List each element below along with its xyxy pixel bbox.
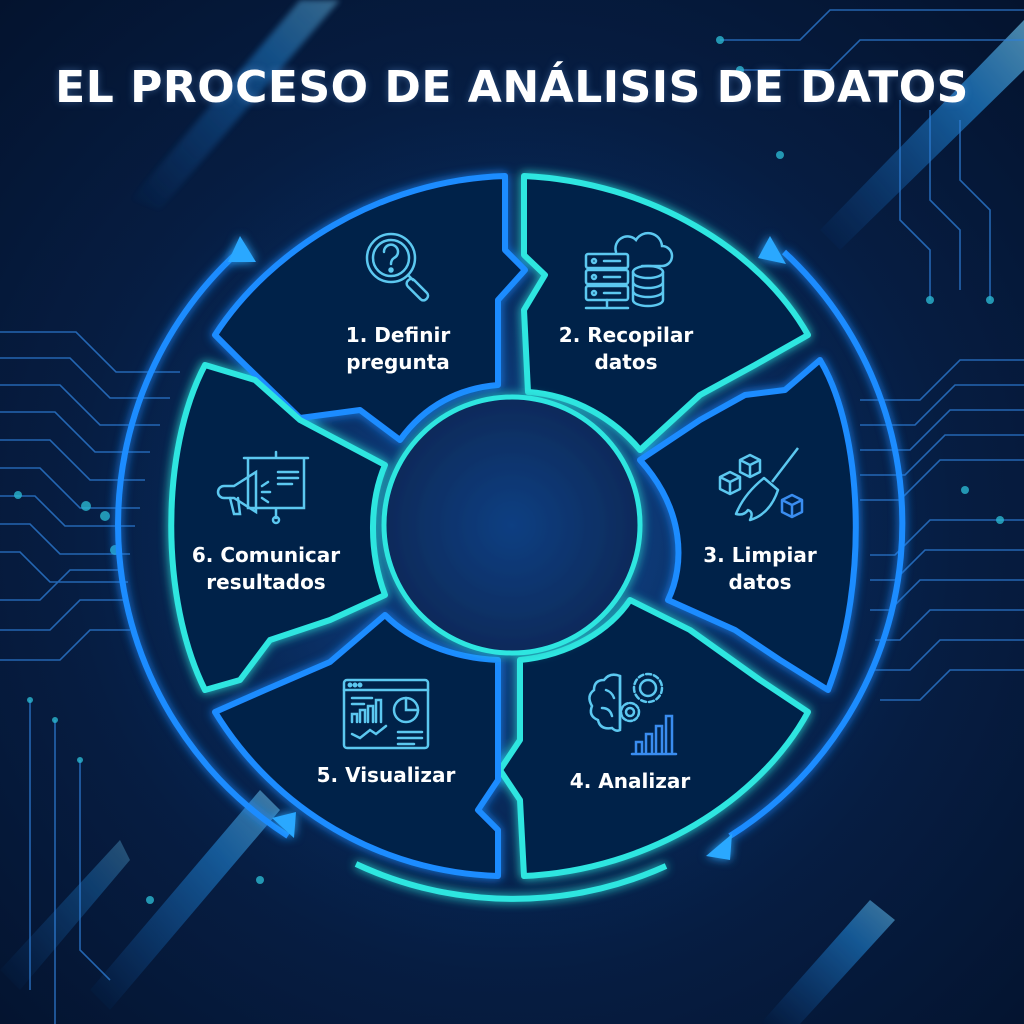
step-1-label-line2: pregunta xyxy=(346,350,450,374)
segment-4 xyxy=(497,597,811,879)
segment-2 xyxy=(521,173,811,453)
broom-cubes-icon xyxy=(718,447,804,522)
step-6-comunicar-resultados: 6. Comunicar resultados xyxy=(176,448,356,596)
step-2-recopilar-datos: 2. Recopilar datos xyxy=(536,222,716,376)
magnifier-question-icon xyxy=(365,232,430,302)
step-3-label-line2: datos xyxy=(728,570,792,594)
server-cloud-database-icon xyxy=(584,231,674,310)
step-6-label-line2: resultados xyxy=(206,570,326,594)
brain-gears-chart-icon xyxy=(588,672,678,756)
page-title: EL PROCESO DE ANÁLISIS DE DATOS xyxy=(55,62,969,113)
megaphone-presentation-icon xyxy=(216,450,310,525)
step-3-limpiar-datos: 3. Limpiar datos xyxy=(670,442,850,596)
segment-1 xyxy=(212,173,528,443)
step-6-label-line1: 6. Comunicar xyxy=(191,543,341,567)
center-hub xyxy=(381,394,643,656)
dashboard-chart-icon xyxy=(342,678,430,750)
segment-3 xyxy=(637,357,859,693)
step-1-definir-pregunta: 1. Definir pregunta xyxy=(308,222,488,376)
step-2-label-line1: 2. Recopilar xyxy=(558,323,694,347)
segment-6 xyxy=(168,362,388,693)
step-5-visualizar: 5. Visualizar xyxy=(296,676,476,789)
step-5-label: 5. Visualizar xyxy=(316,763,456,787)
step-1-label-line1: 1. Definir xyxy=(345,323,451,347)
step-4-analizar: 4. Analizar xyxy=(540,668,720,795)
outer-ring xyxy=(115,249,906,902)
step-4-label: 4. Analizar xyxy=(569,769,691,793)
cycle-arrow-icons xyxy=(228,236,786,860)
step-2-label-line2: datos xyxy=(594,350,658,374)
step-3-label-line1: 3. Limpiar xyxy=(703,543,817,567)
